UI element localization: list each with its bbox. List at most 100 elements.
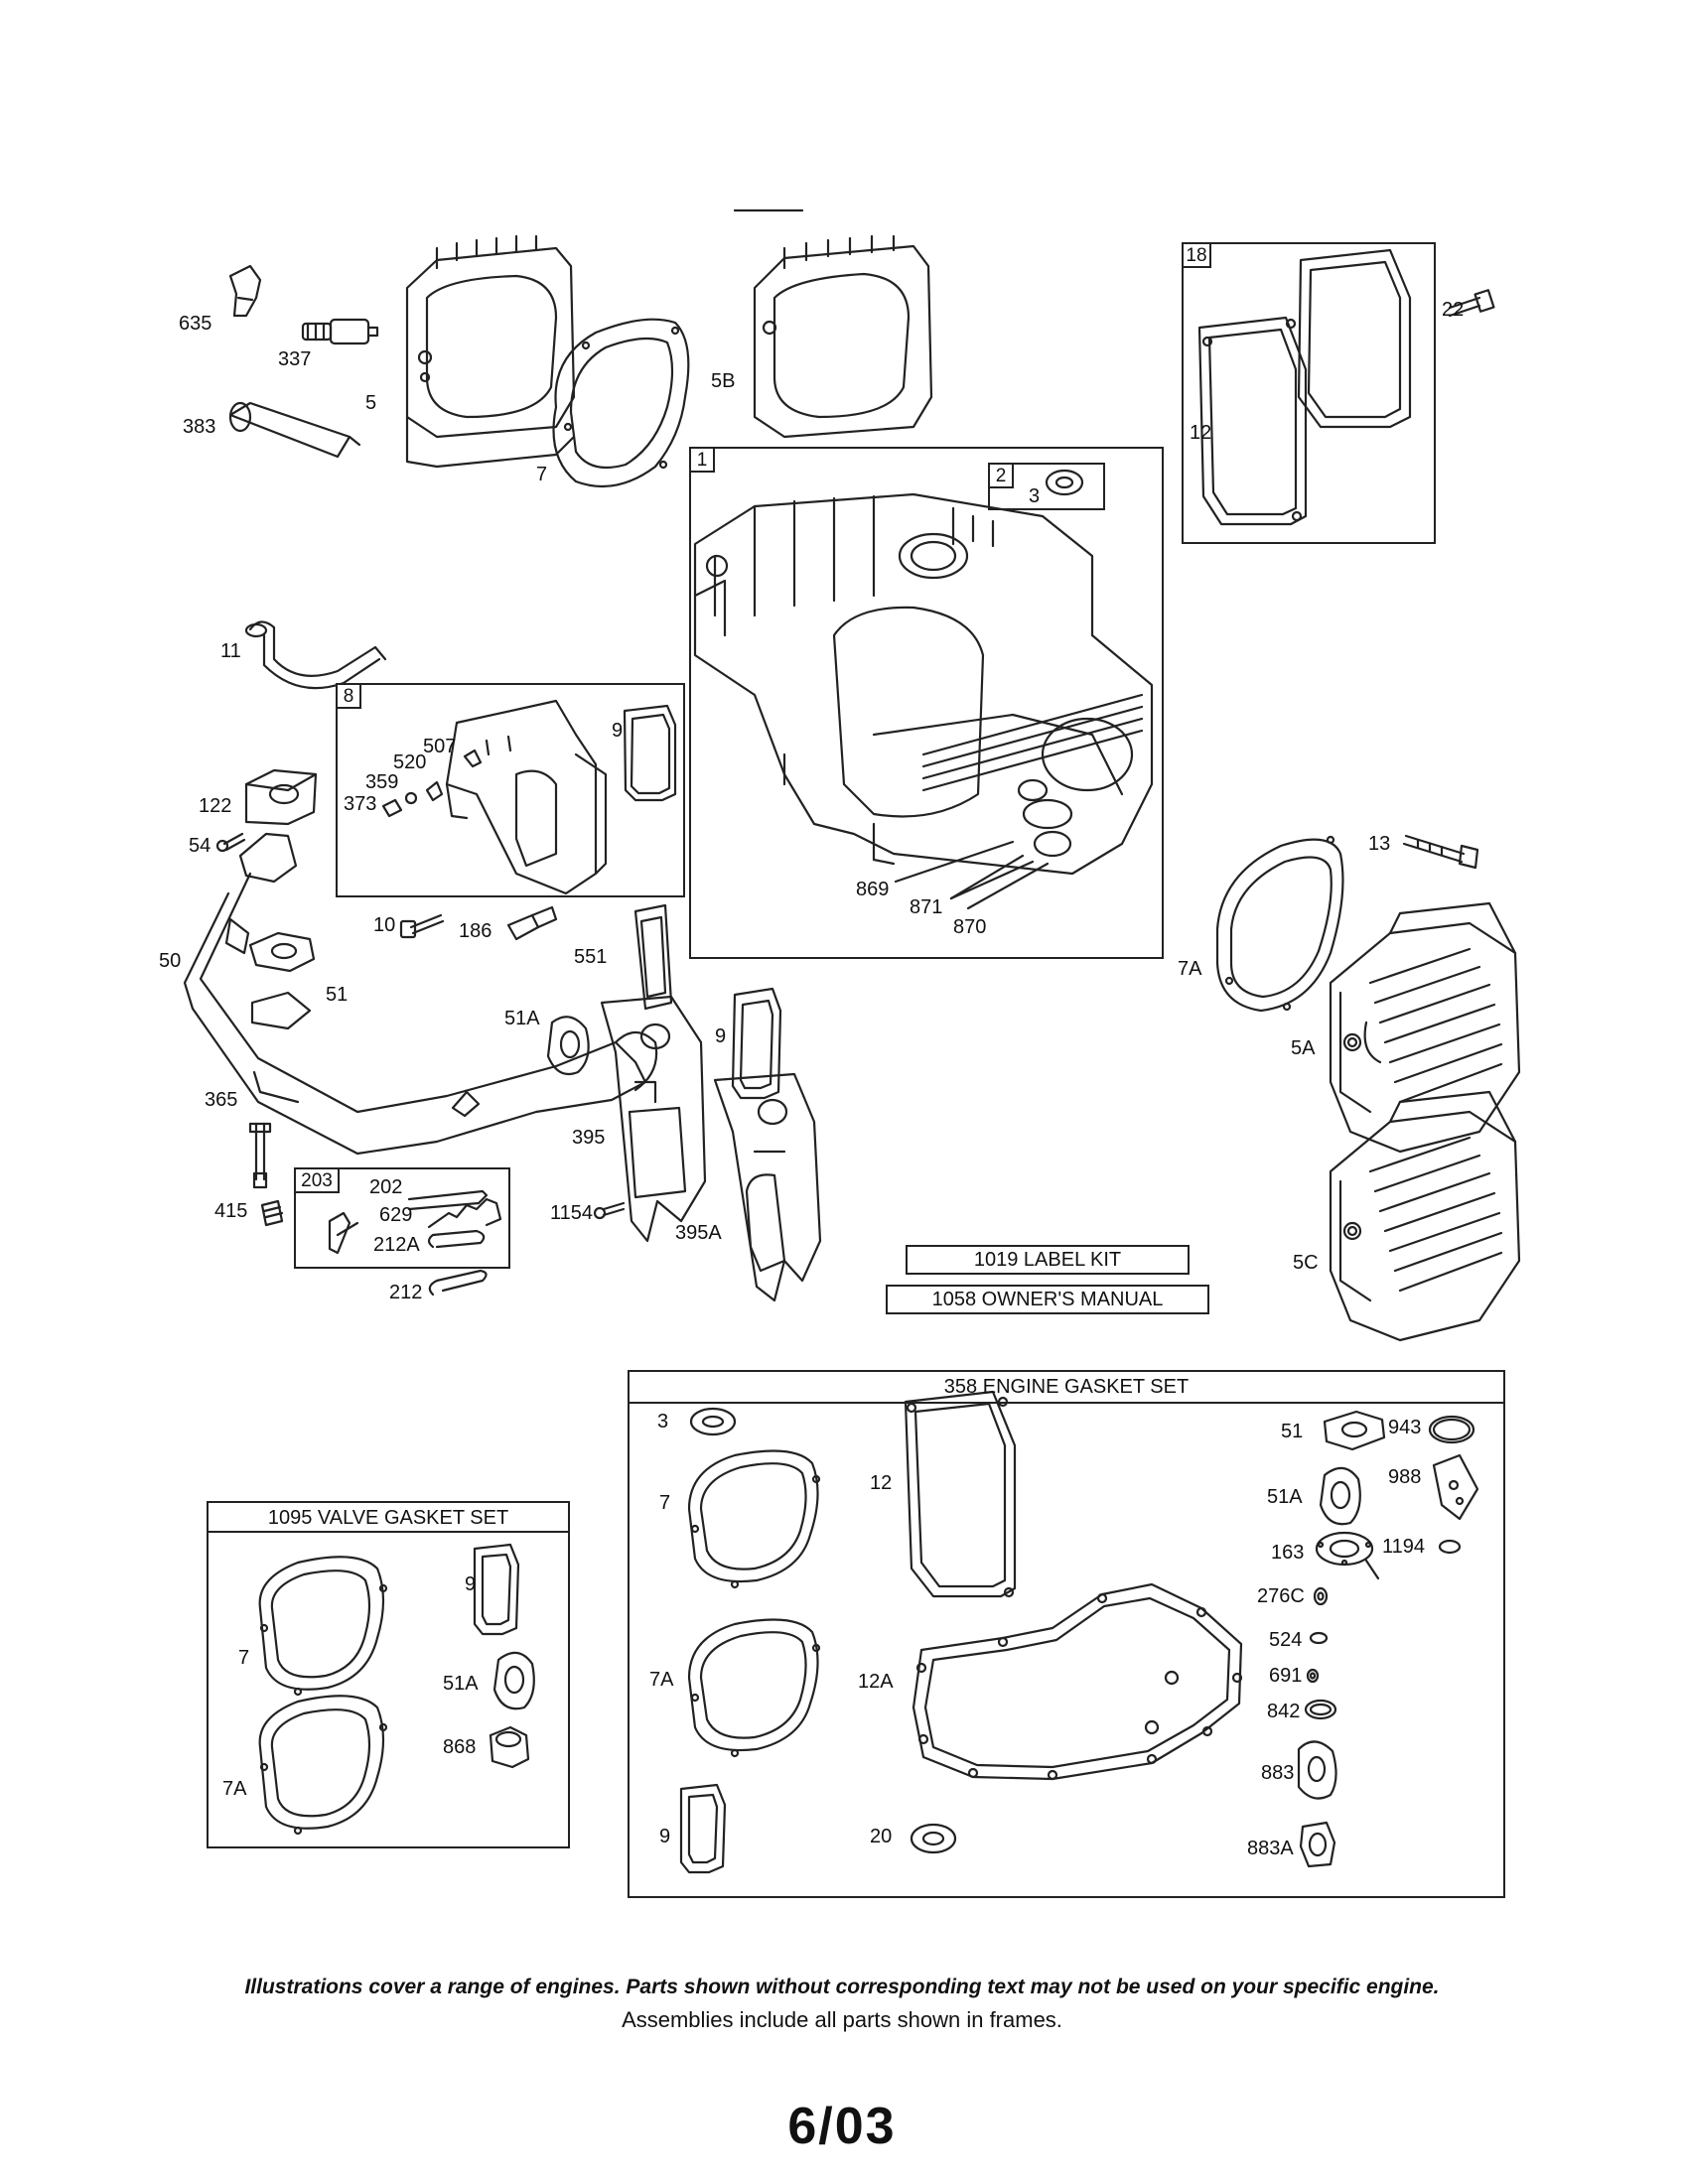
callout-871: 871 [910, 896, 943, 918]
air-guide-assembly-part-8 [445, 699, 677, 895]
callout-54: 54 [189, 835, 211, 857]
callout-337: 337 [278, 348, 312, 370]
tube-part-383 [228, 401, 361, 459]
frame-tag-203: 203 [294, 1167, 340, 1193]
head-gasket-part-7A [1215, 835, 1344, 1013]
engine-set-callout-883A: 883A [1247, 1838, 1294, 1859]
engine-set-callout-883: 883 [1261, 1762, 1295, 1784]
leader-lines-869-871-870 [894, 840, 1050, 910]
revision-date: 6/03 [787, 2098, 897, 2155]
engine-set-gasket-883 [1297, 1740, 1337, 1800]
frame-tag-1: 1 [689, 447, 715, 473]
engine-set-gasket-51A [1319, 1466, 1361, 1526]
callout-1154: 1154 [550, 1202, 594, 1224]
filter-part-551 [633, 903, 673, 1011]
engine-set-seal-20 [910, 1823, 957, 1854]
callout-869: 869 [856, 879, 890, 900]
callout-395A: 395A [675, 1222, 722, 1244]
engine-set-gasket-7 [687, 1449, 821, 1589]
screw-part-1154 [593, 1201, 626, 1220]
engine-set-oring-524 [1309, 1631, 1329, 1645]
engine-set-gasket-51 [1323, 1410, 1386, 1451]
callout-635: 635 [179, 313, 212, 335]
callout-7: 7 [536, 464, 548, 485]
assembly-note: Assemblies include all parts shown in fr… [622, 2007, 1062, 2032]
frame-tag-18: 18 [1182, 242, 1211, 268]
callout-629: 629 [379, 1204, 413, 1226]
engine-set-part-691 [1306, 1668, 1320, 1684]
valve-set-gasket-9 [473, 1543, 520, 1636]
engine-set-callout-691: 691 [1269, 1665, 1303, 1687]
engine-set-callout-51A: 51A [1267, 1486, 1303, 1508]
frame-8-air-guide [336, 683, 685, 897]
frame-tag-2: 2 [988, 463, 1014, 488]
valve-gasket-set-title: 1095 VALVE GASKET SET [209, 1503, 568, 1533]
engine-set-callout-9: 9 [659, 1826, 671, 1847]
cylinder-head-part-5 [405, 234, 576, 469]
head-gasket-part-7 [552, 318, 690, 488]
small-parts-507-520-359-373 [381, 749, 483, 818]
callout-365: 365 [205, 1089, 238, 1111]
disclaimer-note: Illustrations cover a range of engines. … [244, 1976, 1440, 1998]
engine-gasket-set-frame: 358 ENGINE GASKET SET [628, 1370, 1505, 1898]
label-kit-box: 1019 LABEL KIT [906, 1245, 1190, 1275]
engine-set-gasket-883A [1299, 1821, 1336, 1868]
cylinder-head-part-5A [1329, 901, 1521, 1154]
callout-212: 212 [389, 1282, 423, 1303]
engine-set-callout-20: 20 [870, 1826, 893, 1847]
stud-part-365 [248, 1122, 272, 1189]
owners-manual-box: 1058 OWNER'S MANUAL [886, 1285, 1209, 1314]
engine-set-part-276C [1313, 1586, 1329, 1606]
frame-tag-8: 8 [336, 683, 361, 709]
engine-set-oring-1194 [1438, 1539, 1462, 1555]
valve-set-callout-7: 7 [238, 1647, 250, 1669]
valve-gasket-set-frame: 1095 VALVE GASKET SET [207, 1501, 570, 1848]
valve-set-gasket-7A [258, 1695, 388, 1836]
engine-set-gasket-12A [912, 1582, 1243, 1781]
spring-part-212 [428, 1269, 488, 1297]
valve-set-callout-868: 868 [443, 1736, 477, 1758]
callout-11: 11 [220, 640, 241, 662]
bolt-part-13 [1402, 834, 1479, 870]
callout-395: 395 [572, 1127, 606, 1149]
air-guide-part-395A [713, 1072, 822, 1302]
engine-set-callout-1194: 1194 [1382, 1536, 1426, 1558]
valve-set-gasket-7 [258, 1556, 388, 1697]
callout-520: 520 [393, 751, 427, 773]
engine-set-callout-51: 51 [1281, 1421, 1304, 1442]
engine-set-callout-7A: 7A [649, 1669, 674, 1691]
callout-51: 51 [326, 984, 349, 1006]
bolt-part-22 [1448, 289, 1495, 318]
callout-5B: 5B [711, 370, 736, 392]
engine-set-callout-12A: 12A [858, 1671, 894, 1693]
callout-9-middle: 9 [715, 1025, 727, 1047]
callout-13: 13 [1368, 833, 1391, 855]
callout-870: 870 [953, 916, 987, 938]
governor-parts-part-203 [328, 1189, 502, 1255]
spark-plug-part-337 [301, 318, 379, 345]
engine-set-gasket-988 [1432, 1453, 1479, 1521]
callout-12: 12 [1190, 422, 1212, 444]
exhaust-gasket-part-51 [248, 931, 316, 973]
oil-seal-part-3 [1045, 469, 1084, 496]
part-415 [260, 1199, 284, 1227]
valve-set-callout-51A: 51A [443, 1673, 479, 1695]
frame-1-engine-block [689, 447, 1164, 959]
callout-551: 551 [574, 946, 608, 968]
valve-set-callout-9: 9 [465, 1573, 477, 1595]
callout-51A: 51A [504, 1008, 540, 1029]
callout-5C: 5C [1293, 1252, 1319, 1274]
callout-186: 186 [459, 920, 492, 942]
engine-set-callout-7: 7 [659, 1492, 671, 1514]
engine-set-callout-3: 3 [657, 1411, 669, 1433]
callout-7A: 7A [1178, 958, 1202, 980]
engine-set-callout-943: 943 [1388, 1417, 1422, 1438]
callout-202: 202 [369, 1176, 403, 1198]
rocker-cover-gaskets-part-18 [1197, 248, 1412, 526]
engine-set-callout-988: 988 [1388, 1466, 1422, 1488]
valve-set-gasket-51A [492, 1651, 535, 1710]
engine-set-gasket-7A [687, 1618, 821, 1758]
cylinder-head-part-5C [1329, 1090, 1521, 1342]
callout-383: 383 [183, 416, 216, 438]
